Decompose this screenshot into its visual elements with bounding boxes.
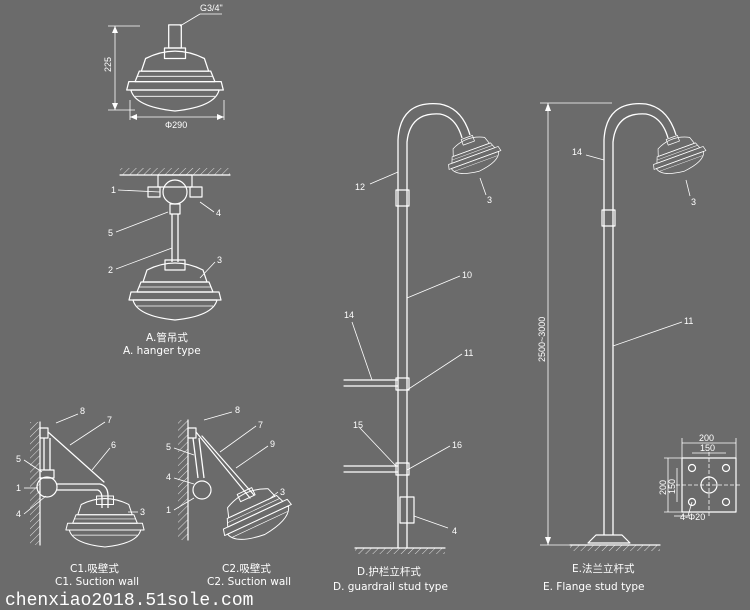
caption-d-en: D. guardrail stud type <box>333 581 448 593</box>
flange-holes-label: 4-Φ20 <box>680 512 705 522</box>
caption-e-en: E. Flange stud type <box>543 581 645 593</box>
flange-height-outer: 200 <box>658 480 668 495</box>
pole-height-dim: 2500~3000 <box>537 317 547 362</box>
c1-part-1: 1 <box>16 483 21 493</box>
flange-stud-drawing: 2500~3000 14 3 11 E.法兰立杆式 E. Flange stud… <box>537 102 711 593</box>
d-part-12: 12 <box>355 182 365 192</box>
part-3-label: 3 <box>217 255 222 265</box>
d-part-11: 11 <box>464 348 473 358</box>
guardrail-stud-drawing: 12 3 10 14 11 15 16 4 D.护栏立杆式 D. guardra… <box>333 103 506 593</box>
part-1-label: 1 <box>111 185 116 195</box>
e-part-14: 14 <box>572 147 582 157</box>
caption-c1-en: C1. Suction wall <box>55 576 139 588</box>
caption-a-cn: A.管吊式 <box>146 331 188 344</box>
c1-part-5: 5 <box>16 454 21 464</box>
c1-part-7: 7 <box>107 415 112 425</box>
d-part-4: 4 <box>452 526 457 536</box>
c2-part-1: 1 <box>166 505 171 515</box>
d-part-16: 16 <box>452 440 462 450</box>
caption-a-en: A. hanger type <box>123 345 201 357</box>
thread-label: G3/4" <box>200 3 223 13</box>
caption-c2-en: C2. Suction wall <box>207 576 291 588</box>
e-part-3: 3 <box>691 197 696 207</box>
hanger-type-drawing: 1 4 5 2 3 A.管吊式 A. hanger type <box>108 168 231 357</box>
c2-part-4: 4 <box>166 472 171 482</box>
caption-c2-cn: C2.吸壁式 <box>222 562 271 575</box>
lamp-dimension-drawing: G3/4" 225 Φ290 <box>103 3 225 130</box>
c1-part-6: 6 <box>111 440 116 450</box>
flange-width-inner: 150 <box>700 443 715 453</box>
c1-part-3: 3 <box>140 507 145 517</box>
c2-part-9: 9 <box>270 439 275 449</box>
diameter-dim: Φ290 <box>165 120 187 130</box>
e-part-11: 11 <box>684 316 693 326</box>
watermark-text: chenxiao2018.51sole.com <box>5 591 253 610</box>
d-part-15: 15 <box>353 420 363 430</box>
d-part-14: 14 <box>344 310 354 320</box>
c2-part-7: 7 <box>258 420 263 430</box>
c2-part-3: 3 <box>280 487 285 497</box>
caption-d-cn: D.护栏立杆式 <box>357 565 421 578</box>
c1-part-4: 4 <box>16 509 21 519</box>
flange-width-outer: 200 <box>699 433 714 443</box>
suction-wall-c1-drawing: 8 7 6 5 1 4 3 C1.吸壁式 C1. Suction wall <box>16 406 145 588</box>
c2-part-5: 5 <box>166 442 171 452</box>
caption-c1-cn: C1.吸壁式 <box>70 562 119 575</box>
caption-e-cn: E.法兰立杆式 <box>572 562 635 575</box>
d-part-3: 3 <box>487 195 492 205</box>
part-4-label: 4 <box>216 208 221 218</box>
suction-wall-c2-drawing: 8 7 9 5 4 1 3 C2.吸壁式 C2. Suction wall <box>166 405 299 588</box>
part-2-label: 2 <box>108 265 113 275</box>
d-part-10: 10 <box>462 270 472 280</box>
c1-part-8: 8 <box>80 406 85 416</box>
height-dim: 225 <box>103 57 113 72</box>
flange-height-inner: 150 <box>667 479 677 494</box>
part-5-label: 5 <box>108 228 113 238</box>
c2-part-8: 8 <box>235 405 240 415</box>
flange-plate-detail: 200 150 200 150 4-Φ20 <box>658 433 742 522</box>
